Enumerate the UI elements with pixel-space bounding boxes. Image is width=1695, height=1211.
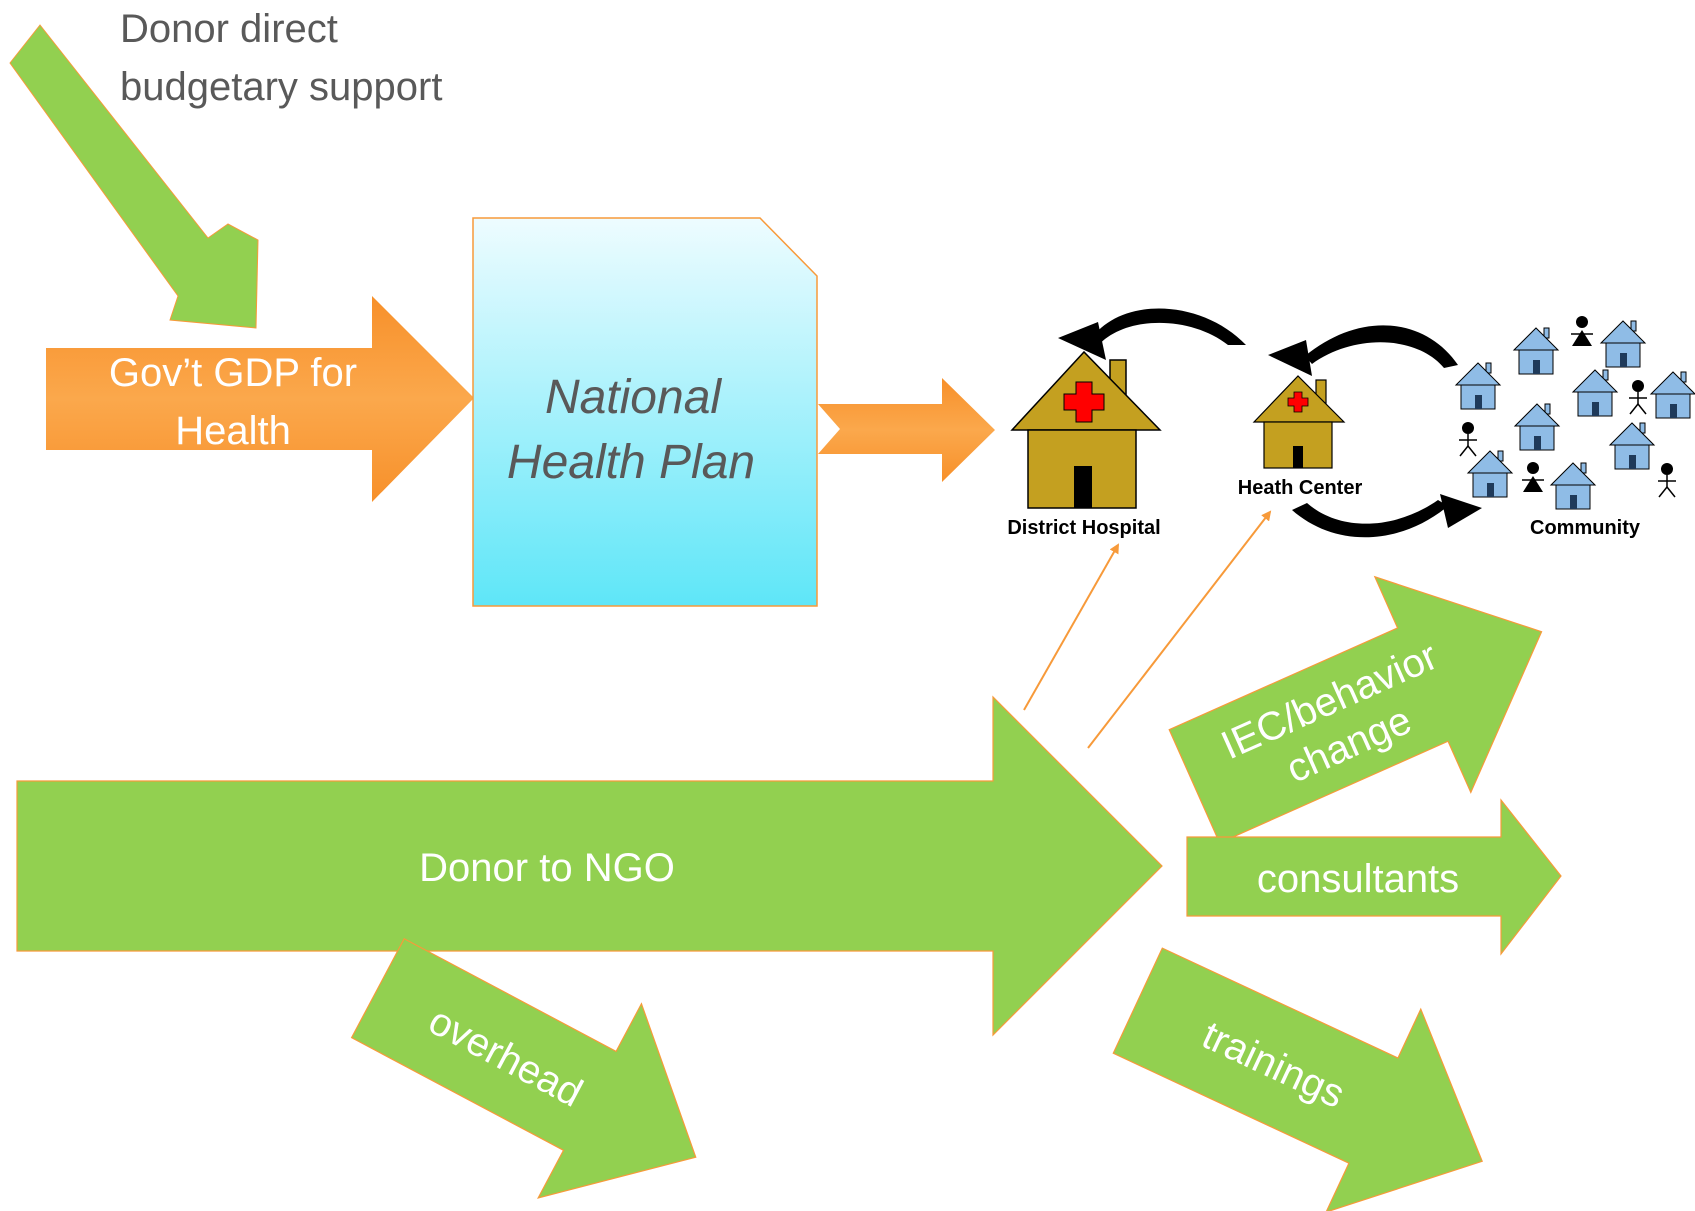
donor-direct-label-2: budgetary support [120,65,442,109]
center-to-community-curve [1292,500,1448,538]
cycle-arrows [1058,308,1482,538]
donor-to-ngo-arrow [16,695,1163,1037]
person-icon [1658,463,1676,498]
health-center-label: Heath Center [1238,477,1363,499]
trainings-arrow: trainings [1112,947,1483,1211]
community-house-icon [1512,327,1560,375]
community-house-icon [1454,362,1502,410]
gov-gdp-label-2: Health [175,409,291,453]
community-house-icon [1513,403,1561,451]
community-to-center-arrowhead [1268,340,1312,376]
gov-gdp-arrow [46,296,474,502]
consultants-arrow [1186,798,1562,956]
donor-direct-label-1: Donor direct [120,7,338,51]
donor-direct-arrow [9,24,259,329]
district-hospital-icon [1010,350,1162,509]
community-house-icon [1608,422,1656,470]
community-label: Community [1530,517,1641,539]
center-to-community-arrowhead [1440,494,1482,528]
plan-label-1: National [545,371,722,424]
donor-to-ngo-label: Donor to NGO [419,846,675,890]
national-health-plan-document [472,217,818,607]
district-hospital-label: District Hospital [1007,517,1160,539]
gov-gdp-label-1: Gov’t GDP for [109,351,357,395]
center-to-hospital-curve [1088,308,1246,348]
community-icons [1454,316,1695,510]
community-house-icon [1599,320,1647,368]
community-house-icon [1649,371,1695,419]
community-house-icon [1466,450,1514,498]
ngo-to-hospital-line [1023,543,1119,711]
plan-to-hospital-arrow [818,378,995,482]
community-house-icon [1571,369,1619,417]
ngo-to-center-line [1087,510,1272,749]
consultants-label: consultants [1257,857,1459,901]
center-to-hospital-arrowhead [1058,322,1106,360]
health-center-icon [1252,375,1346,469]
community-house-icon [1549,462,1597,510]
person-icon [1629,380,1647,415]
plan-label-2: Health Plan [507,436,755,489]
person-icon [1571,316,1593,346]
person-icon [1522,462,1544,492]
person-icon [1459,422,1477,457]
community-to-center-curve [1305,325,1458,368]
